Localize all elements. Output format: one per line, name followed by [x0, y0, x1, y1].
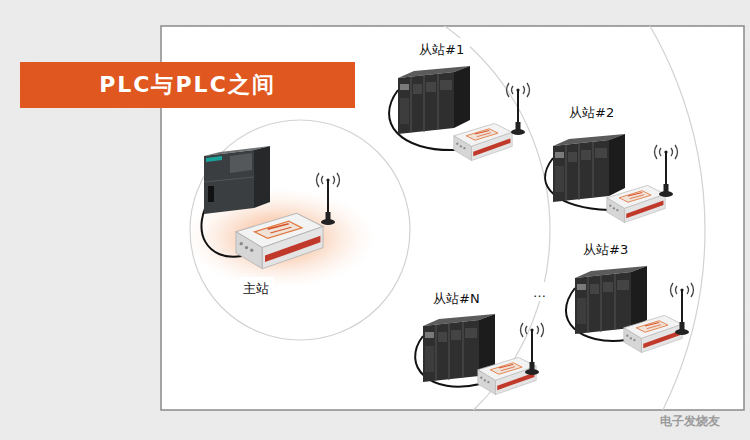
station-label: 从站#2	[569, 105, 614, 121]
cables	[201, 90, 626, 387]
station-label: 从站#1	[419, 42, 464, 58]
station-label: 从站#N	[433, 291, 480, 307]
title-banner: PLC与PLC之间	[20, 62, 355, 108]
ellipsis: …	[533, 285, 546, 301]
radio-waves	[161, 26, 705, 410]
slave-plc	[553, 134, 625, 202]
radio-module	[607, 185, 665, 222]
antenna	[507, 83, 530, 135]
station-label-box: 从站#3	[580, 238, 634, 256]
title-text: PLC与PLC之间	[99, 70, 276, 100]
wave-ring	[161, 26, 550, 410]
station-label-box: 主站	[240, 277, 274, 295]
station-label-box: 从站#1	[416, 38, 470, 56]
antenna	[317, 173, 340, 225]
radio-module	[454, 123, 512, 160]
antenna	[655, 145, 678, 197]
slave-plc	[398, 66, 470, 134]
wave-ring	[161, 26, 705, 410]
watermark: 电子发烧友	[660, 413, 720, 429]
station-label: 从站#3	[583, 242, 628, 258]
station-label-box: 从站#2	[566, 101, 620, 119]
station-label: 主站	[243, 281, 269, 297]
radio-module	[478, 357, 536, 394]
watermark-box: 电子发烧友	[660, 410, 720, 429]
station-label-box: 从站#N	[430, 287, 485, 305]
radio-module	[236, 213, 323, 268]
radio-module	[624, 315, 682, 352]
antenna	[671, 283, 694, 335]
antenna	[521, 323, 544, 375]
master-plc	[204, 146, 270, 214]
ellipsis-box: …	[530, 282, 549, 301]
